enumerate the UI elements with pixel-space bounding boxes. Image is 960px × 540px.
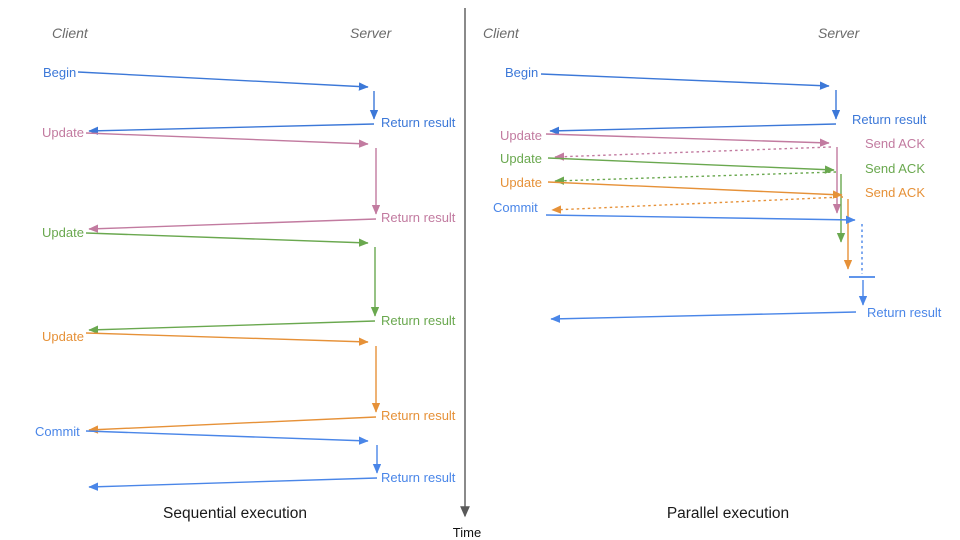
- message-label: Commit: [493, 200, 538, 215]
- ack-label: Send ACK: [865, 136, 925, 151]
- request-arrow: [540, 73, 830, 90]
- message-begin: Begin Return result: [505, 65, 927, 135]
- message-update-1: Update Send ACK: [500, 128, 925, 214]
- message-update-3: Update Send ACK: [500, 175, 925, 270]
- ack-label: Send ACK: [865, 185, 925, 200]
- message-label: Update: [42, 125, 84, 140]
- return-label: Return result: [852, 112, 927, 127]
- parallel-panel: Client Server Begin Return result Update…: [483, 25, 942, 522]
- message-label: Begin: [43, 65, 76, 80]
- return-arrow: [88, 416, 377, 434]
- message-label: Update: [42, 329, 84, 344]
- client-header: Client: [483, 25, 520, 41]
- request-arrow: [85, 430, 369, 445]
- request-arrow: [545, 133, 830, 147]
- message-update-2: Update Return result: [42, 225, 456, 334]
- return-label: Return result: [381, 313, 456, 328]
- return-arrow: [88, 477, 378, 491]
- ack-arrow: [551, 196, 844, 214]
- time-axis-label: Time: [453, 525, 481, 540]
- message-update-2: Update Send ACK: [500, 151, 925, 243]
- return-arrow: [88, 123, 375, 135]
- message-begin: Begin Return result: [43, 65, 456, 135]
- request-arrow: [547, 181, 843, 199]
- message-update-1: Update Return result: [42, 125, 456, 233]
- server-header: Server: [818, 25, 861, 41]
- request-arrow: [547, 157, 835, 174]
- request-arrow: [545, 214, 856, 225]
- message-commit: Commit Return result: [35, 424, 456, 491]
- message-commit: Commit Return result: [493, 200, 942, 323]
- return-label: Return result: [381, 408, 456, 423]
- request-arrow: [85, 132, 369, 148]
- message-label: Commit: [35, 424, 80, 439]
- panel-caption: Parallel execution: [667, 505, 789, 522]
- ack-arrow: [554, 146, 832, 161]
- request-arrow: [77, 71, 369, 91]
- sequential-panel: Client Server Begin Return result Update…: [35, 25, 456, 522]
- message-label: Update: [500, 128, 542, 143]
- return-arrow: [550, 311, 857, 323]
- message-label: Update: [500, 175, 542, 190]
- client-header: Client: [52, 25, 89, 41]
- message-label: Update: [42, 225, 84, 240]
- return-label: Return result: [381, 115, 456, 130]
- request-arrow: [85, 332, 369, 346]
- panel-caption: Sequential execution: [163, 505, 307, 522]
- return-arrow: [88, 320, 376, 334]
- server-header: Server: [350, 25, 393, 41]
- message-update-3: Update Return result: [42, 329, 456, 434]
- return-label: Return result: [867, 305, 942, 320]
- message-label: Update: [500, 151, 542, 166]
- request-arrow: [85, 232, 369, 247]
- return-label: Return result: [381, 210, 456, 225]
- ack-arrow: [554, 171, 837, 185]
- time-axis: Time: [453, 8, 481, 540]
- message-label: Begin: [505, 65, 538, 80]
- return-arrow: [88, 218, 377, 233]
- return-arrow: [549, 123, 837, 135]
- return-label: Return result: [381, 470, 456, 485]
- ack-label: Send ACK: [865, 161, 925, 176]
